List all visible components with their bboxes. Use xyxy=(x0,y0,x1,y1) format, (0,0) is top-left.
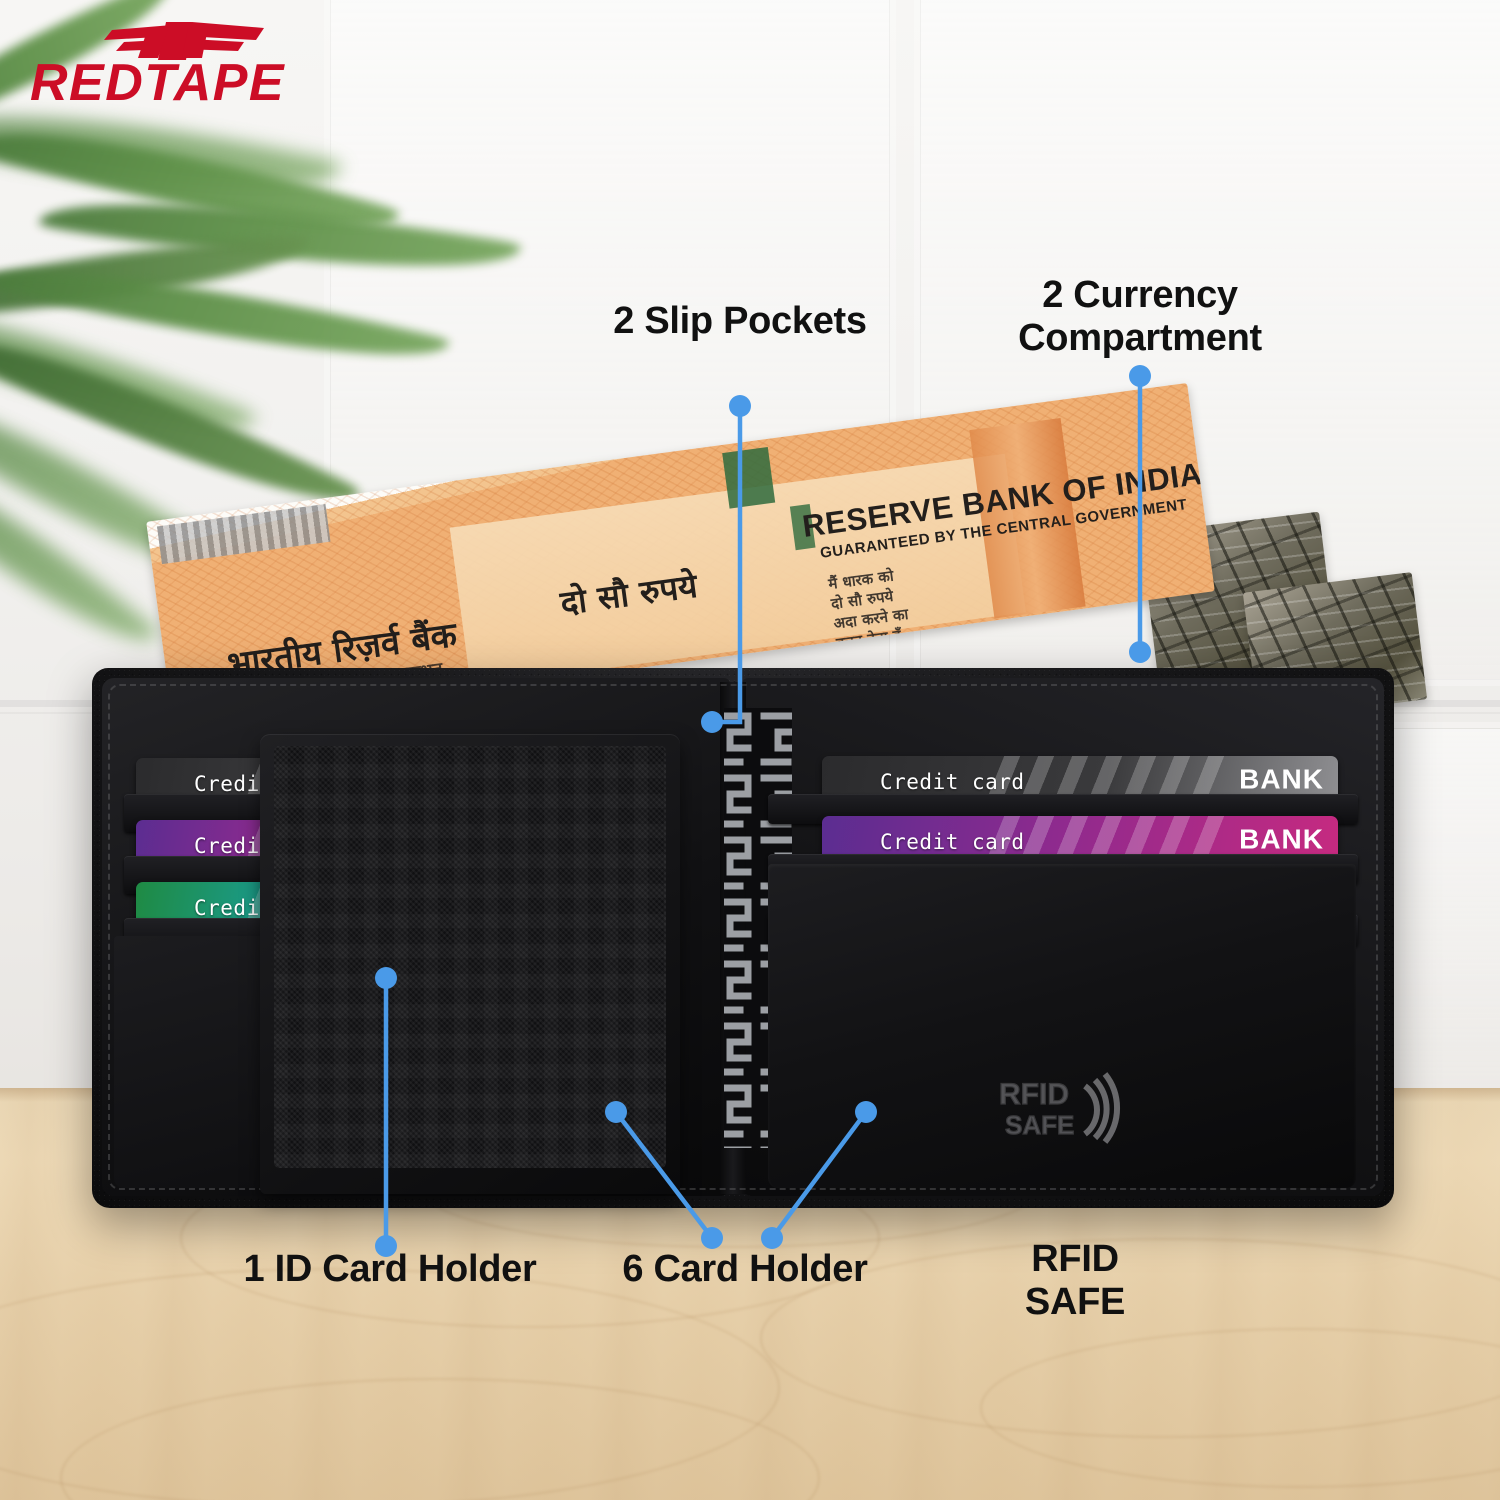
label-currency-line2: Compartment xyxy=(1018,316,1262,359)
redtape-brand-logo: REDTAPE xyxy=(16,6,336,111)
id-card-holder-flap[interactable] xyxy=(260,734,680,1194)
label-currency-line1: 2 Currency xyxy=(1042,274,1238,316)
label-rfid-line1: RFID xyxy=(1031,1238,1119,1280)
wing-emblem xyxy=(104,22,264,60)
svg-text:SAFE: SAFE xyxy=(1005,1110,1074,1140)
label-slip-pockets: 2 Slip Pockets xyxy=(613,300,867,342)
id-holder-fabric-texture xyxy=(274,746,666,1168)
label-currency-compartment: 2 Currency Compartment xyxy=(955,274,1325,359)
card-label: Credit card xyxy=(880,830,1025,854)
card-label: Credit card xyxy=(880,770,1025,794)
label-rfid-safe: RFID SAFE xyxy=(975,1238,1175,1323)
brand-wordmark: REDTAPE xyxy=(30,54,285,111)
right-lower-pocket xyxy=(768,864,1356,1188)
svg-text:RFID: RFID xyxy=(999,1078,1069,1111)
rfid-safe-emboss: RFID SAFE xyxy=(997,1072,1167,1150)
label-rfid-line2: SAFE xyxy=(1024,1280,1126,1323)
label-card-holder: 6 Card Holder xyxy=(622,1248,868,1290)
bifold-wallet: Credit card Credit card Credit card xyxy=(92,668,1394,1208)
label-id-card-holder: 1 ID Card Holder xyxy=(243,1248,537,1290)
